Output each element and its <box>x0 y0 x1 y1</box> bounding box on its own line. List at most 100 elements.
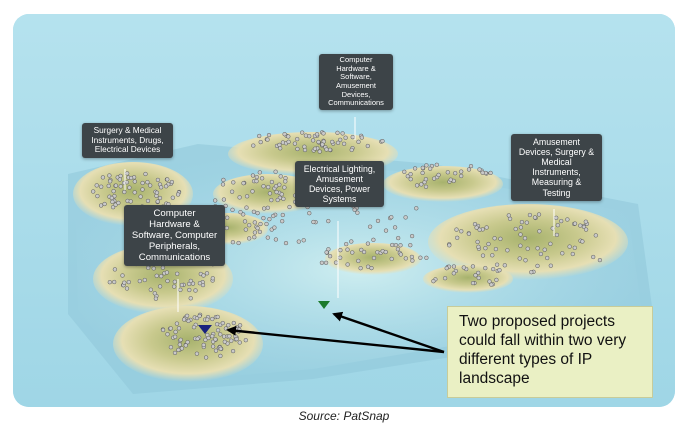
patent-point <box>179 346 185 351</box>
patent-point <box>398 243 403 248</box>
patent-point <box>238 210 243 215</box>
patent-point <box>451 271 456 276</box>
patent-point <box>454 227 459 232</box>
patent-point <box>320 142 325 147</box>
patent-point <box>459 229 464 234</box>
patent-point <box>356 139 361 144</box>
note-line: Two proposed projects <box>459 313 615 330</box>
patent-point <box>403 256 408 261</box>
patent-point <box>187 287 192 293</box>
patent-point <box>181 317 187 322</box>
patent-point <box>213 198 218 203</box>
patent-point <box>390 242 395 248</box>
patent-point <box>236 240 241 246</box>
label-line: Computer <box>153 208 196 219</box>
patent-point <box>210 344 216 349</box>
patent-point <box>163 184 169 189</box>
patent-point <box>375 218 381 224</box>
patent-point <box>266 132 272 138</box>
label-line: Instruments, Drugs, <box>91 134 164 145</box>
patent-point <box>470 280 476 286</box>
patent-point <box>597 257 603 263</box>
patent-point <box>428 166 433 171</box>
patent-point <box>431 279 436 284</box>
patent-point <box>160 265 166 270</box>
patent-point <box>176 347 181 353</box>
patent-point <box>491 266 496 272</box>
patent-point <box>107 173 112 178</box>
patent-point <box>383 228 389 233</box>
patent-point <box>350 134 355 140</box>
patent-point <box>538 251 544 257</box>
patent-point <box>484 225 489 230</box>
patent-point <box>179 282 185 288</box>
patent-point <box>230 240 236 245</box>
patent-point <box>154 273 159 278</box>
patent-point <box>344 241 349 247</box>
patent-point <box>206 335 211 341</box>
patent-point <box>423 184 429 189</box>
patent-point <box>184 313 190 318</box>
patent-point <box>244 194 250 199</box>
patent-point <box>230 207 235 212</box>
label-line: Devices, Surgery & <box>518 147 595 158</box>
patent-point <box>470 264 476 269</box>
label-line: Medical <box>541 157 572 168</box>
patent-point <box>229 189 235 194</box>
patent-point <box>155 199 160 204</box>
patent-point <box>468 163 474 169</box>
patent-point <box>258 221 263 227</box>
patent-point <box>559 218 564 224</box>
patent-point <box>197 281 203 286</box>
patent-point <box>254 174 259 180</box>
patent-point <box>365 241 371 246</box>
patent-point <box>178 337 183 342</box>
patent-point <box>345 247 350 252</box>
patent-point <box>480 170 485 175</box>
patent-point <box>517 256 522 261</box>
patent-point <box>241 212 246 217</box>
patent-point <box>95 193 100 199</box>
patent-point <box>343 135 348 140</box>
patent-point <box>261 206 267 211</box>
patent-point <box>183 343 188 348</box>
region-label-computer-left: Computer Hardware & Software, Computer P… <box>124 205 225 267</box>
patent-point <box>153 296 159 301</box>
patent-point <box>218 332 223 337</box>
patent-point <box>513 226 518 232</box>
patent-point <box>148 183 153 188</box>
patent-point <box>434 162 439 167</box>
patent-point <box>554 215 559 220</box>
patent-point <box>193 288 198 293</box>
patent-point <box>113 183 119 188</box>
patent-point <box>225 215 230 220</box>
patent-point <box>275 197 280 203</box>
patent-point <box>190 281 196 286</box>
patent-point <box>197 313 202 319</box>
patent-point <box>312 146 318 151</box>
patent-point <box>188 296 193 301</box>
patent-point <box>570 251 575 257</box>
patent-point <box>121 180 127 186</box>
patent-point <box>453 171 458 176</box>
patent-point <box>243 338 248 343</box>
patent-point <box>124 286 130 291</box>
patent-point <box>355 210 360 215</box>
patent-point <box>307 211 312 216</box>
patent-point <box>477 167 482 172</box>
patent-point <box>497 268 502 273</box>
patent-point <box>371 255 377 261</box>
patent-point <box>172 279 177 284</box>
patent-point <box>444 266 449 271</box>
patent-point <box>408 177 413 182</box>
patent-point <box>122 189 127 195</box>
patent-point <box>201 342 206 348</box>
patent-point <box>132 190 137 195</box>
patent-point <box>237 327 242 332</box>
patent-point <box>237 195 242 200</box>
patent-point <box>295 146 300 152</box>
patent-point <box>316 139 321 145</box>
patent-point <box>282 132 287 137</box>
patent-point <box>451 264 457 269</box>
patent-point <box>255 226 260 231</box>
